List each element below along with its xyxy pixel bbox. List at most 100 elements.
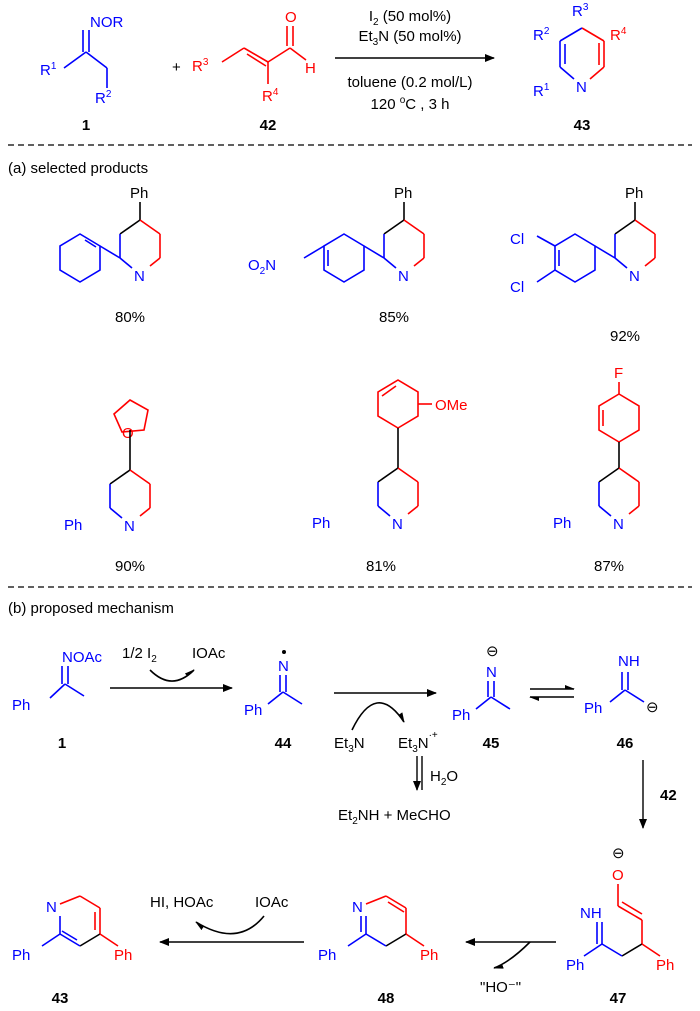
mech-47-label: 47 <box>610 990 627 1007</box>
mech-47-ph: Ph <box>566 957 584 974</box>
mech-ho-byproduct: "HO⁻" <box>480 979 521 996</box>
product-a-3-cl2: Cl <box>510 279 524 296</box>
reactant-1-r2: R2 <box>95 89 112 107</box>
mech-48-n: N <box>352 899 363 916</box>
product-43-n: N <box>576 79 587 96</box>
product-a-2-yield: 85% <box>379 309 409 326</box>
conditions-line-1: I2 (50 mol%) <box>369 8 451 28</box>
product-a-1-n: N <box>134 268 145 285</box>
mech-compound-45: ⊖ N Ph 45 <box>452 643 511 752</box>
mech-1-ph: Ph <box>12 697 30 714</box>
mech-1-label: 1 <box>58 735 66 752</box>
mech-44-n: N <box>278 658 289 675</box>
product-a-5-n: N <box>392 516 403 533</box>
mech-46-ph: Ph <box>584 700 602 717</box>
mech-43-ph: Ph <box>12 947 30 964</box>
product-43-r2: R2 <box>533 26 550 44</box>
mech-compound-46: NH Ph ⊖ 46 <box>584 653 659 752</box>
conditions-line-3: toluene (0.2 mol/L) <box>347 74 472 91</box>
product-a-5-ph: Ph <box>312 515 330 532</box>
product-a-6-yield: 87% <box>594 558 624 575</box>
mech-48-label: 48 <box>378 990 395 1007</box>
mech-43-n: N <box>46 899 57 916</box>
mech-45-charge: ⊖ <box>486 643 499 660</box>
product-a-2-n: N <box>398 268 409 285</box>
mech-curve-2 <box>351 702 405 731</box>
product-a-1-yield: 80% <box>115 309 145 326</box>
product-a-1: Ph N 80% <box>59 185 161 326</box>
product-a-4-ph: Ph <box>64 517 82 534</box>
mech-curve-1 <box>149 669 195 682</box>
reactant-1: NOR R1 R2 1 <box>40 14 124 134</box>
mech-curve-4 <box>195 915 265 935</box>
mech-compound-44: N Ph 44 <box>244 650 303 752</box>
product-a-3-ph: Ph <box>625 185 643 202</box>
product-a-2-no2: O2N <box>248 257 276 277</box>
mech-compound-47: ⊖ O Ph NH Ph 47 <box>566 845 674 1007</box>
product-43: N R3 R4 R2 R1 43 <box>533 2 627 134</box>
mech-ioac-reagent: IOAc <box>255 894 289 911</box>
mech-45-ph: Ph <box>452 707 470 724</box>
product-a-5-yield: 81% <box>366 558 396 575</box>
product-a-5-ome: OMe <box>435 397 468 414</box>
reactant-42-r3: R3 <box>192 57 209 75</box>
mech-reagent-42: 42 <box>660 787 677 804</box>
product-a-6-f: F <box>614 365 623 382</box>
mech-48-ph: Ph <box>318 947 336 964</box>
mech-47-charge: ⊖ <box>612 845 625 862</box>
reactant-42-o: O <box>285 9 297 26</box>
reactant-1-r1: R1 <box>40 61 57 79</box>
mech-1-group: NOAc <box>62 649 103 666</box>
mech-hi-hoac: HI, HOAc <box>150 894 214 911</box>
mech-45-label: 45 <box>483 735 500 752</box>
reactant-1-group: NOR <box>90 14 124 31</box>
conditions-line-2: Et3N (50 mol%) <box>358 28 461 48</box>
section-a-title: (a) selected products <box>8 160 148 177</box>
mech-43-label: 43 <box>52 990 69 1007</box>
mech-reagent-i2: 1/2 I2 <box>122 645 157 665</box>
compound-43-label: 43 <box>574 117 591 134</box>
mech-47-o: O <box>612 867 624 884</box>
mech-46-label: 46 <box>617 735 634 752</box>
plus-sign: + <box>172 59 181 76</box>
conditions: I2 (50 mol%) Et3N (50 mol%) toluene (0.2… <box>335 8 495 113</box>
reactant-42-r4: R4 <box>262 87 279 105</box>
product-a-3-yield: 92% <box>610 328 640 345</box>
compound-1-label: 1 <box>82 117 90 134</box>
product-43-r1: R1 <box>533 82 550 100</box>
mech-46-charge: ⊖ <box>646 699 659 716</box>
mech-44-ph: Ph <box>244 702 262 719</box>
mech-byproduct-ioac: IOAc <box>192 645 226 662</box>
reactant-42-h: H <box>305 60 316 77</box>
mech-45-n: N <box>486 664 497 681</box>
mech-et2nh: Et2NH + MeCHO <box>338 807 451 827</box>
mech-44-label: 44 <box>275 735 292 752</box>
mech-47-nh: NH <box>580 905 602 922</box>
mech-et3n: Et3N <box>334 735 365 755</box>
product-a-4-o: O <box>122 425 134 442</box>
product-a-3: Ph N Cl Cl 92% <box>510 185 656 345</box>
product-43-r4: R4 <box>610 26 627 44</box>
mech-compound-43: N Ph Ph 43 <box>12 895 132 1007</box>
mech-47-ph2: Ph <box>656 957 674 974</box>
mech-48-ph2: Ph <box>420 947 438 964</box>
product-a-6-ph: Ph <box>553 515 571 532</box>
product-a-2-ph: Ph <box>394 185 412 202</box>
reactant-42: R3 R4 O H 42 <box>192 9 316 134</box>
product-a-4-yield: 90% <box>115 558 145 575</box>
product-a-6: F N Ph 87% <box>553 365 640 575</box>
mech-h2o: H2O <box>430 768 458 788</box>
product-a-5: OMe N Ph 81% <box>312 379 468 575</box>
product-43-r3: R3 <box>572 2 589 20</box>
mech-compound-48: N Ph Ph 48 <box>318 895 438 1007</box>
section-b-title: (b) proposed mechanism <box>8 600 174 617</box>
product-a-4: O N Ph 90% <box>64 399 151 575</box>
product-a-3-cl1: Cl <box>510 231 524 248</box>
mech-46-nh: NH <box>618 653 640 670</box>
mech-43-ph2: Ph <box>114 947 132 964</box>
mech-curve-3 <box>493 941 531 969</box>
product-a-3-n: N <box>629 268 640 285</box>
mech-et3n-cation: Et3N·+ <box>398 730 438 755</box>
compound-42-label: 42 <box>260 117 277 134</box>
